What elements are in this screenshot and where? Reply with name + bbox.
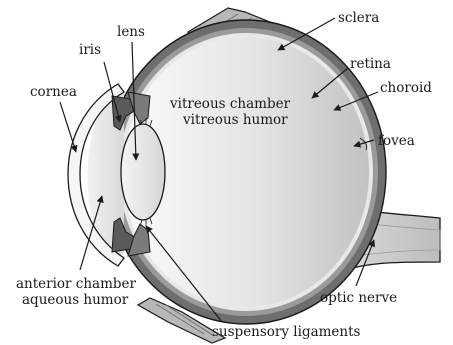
label-vitreous-chamber: vitreous chamber (169, 96, 291, 112)
label-aqueous-humor: aqueous humor (22, 292, 129, 308)
label-vitreous-humor: vitreous humor (182, 112, 288, 128)
label-iris: iris (79, 42, 101, 58)
cornea-leader (60, 102, 76, 152)
label-retina: retina (350, 56, 391, 72)
label-lens: lens (117, 24, 145, 40)
label-optic-nerve: optic nerve (320, 290, 397, 306)
label-suspensory-ligaments: suspensory ligaments (212, 324, 361, 340)
label-cornea: cornea (30, 84, 77, 100)
label-fovea: fovea (378, 133, 415, 149)
label-anterior-chamber: anterior chamber (16, 276, 137, 292)
label-sclera: sclera (338, 10, 379, 26)
label-choroid: choroid (380, 80, 432, 96)
lens-shape (121, 124, 165, 220)
